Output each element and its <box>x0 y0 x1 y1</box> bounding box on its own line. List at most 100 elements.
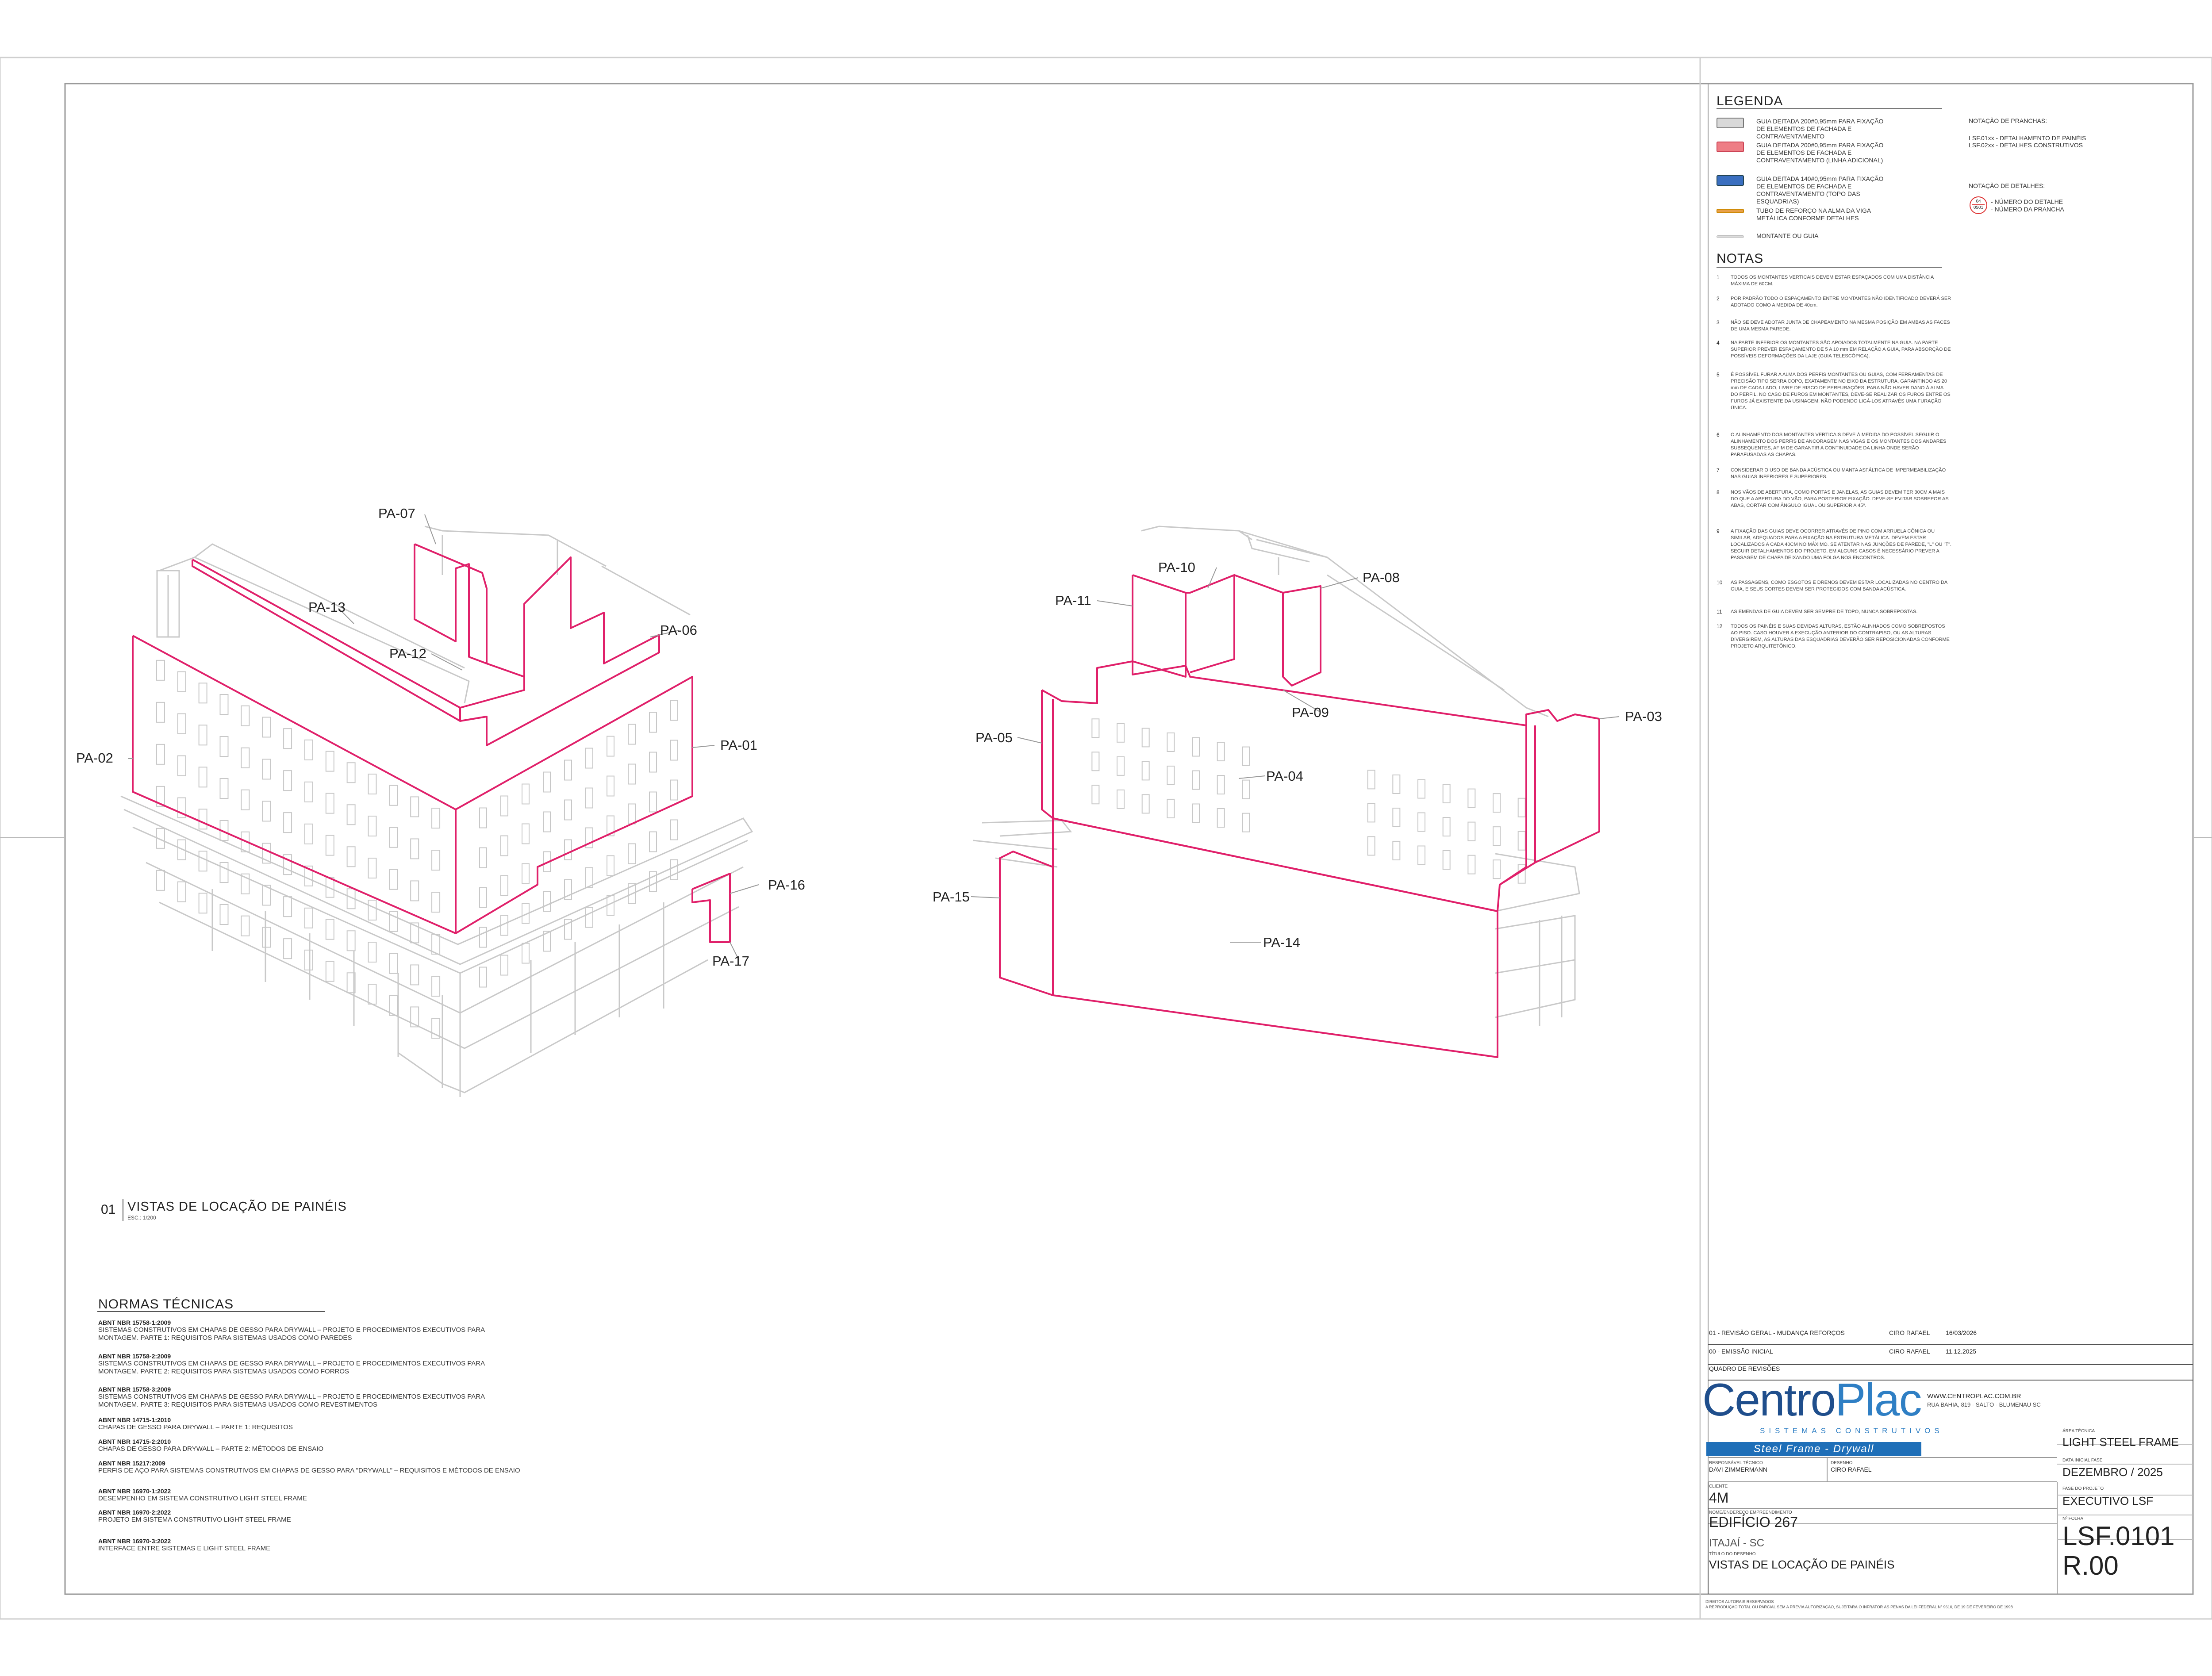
window-mark <box>1493 826 1501 846</box>
norma-code: ABNT NBR 16970-2:2022 <box>98 1509 171 1516</box>
window-mark <box>325 793 334 814</box>
window-mark <box>241 789 250 810</box>
window-mark <box>156 828 165 849</box>
norma-text: INTERFACE ENTRE SISTEMAS E LIGHT STEEL F… <box>98 1545 271 1552</box>
company-website: WWW.CENTROPLAC.COM.BR <box>1927 1392 2021 1400</box>
window-mark <box>389 785 398 806</box>
responsavel-value: DAVI ZIMMERMANN <box>1709 1466 1767 1473</box>
right-building-windows <box>1091 718 1526 884</box>
inner-frame <box>64 83 2194 1595</box>
window-mark <box>649 752 657 773</box>
window-mark <box>585 907 593 928</box>
right-building-panels <box>999 574 1600 1058</box>
window-mark <box>564 879 572 900</box>
panel-pa-14 <box>1052 817 1498 1058</box>
norma-text: DESEMPENHO EM SISTEMA CONSTRUTIVO LIGHT … <box>98 1495 307 1502</box>
window-mark <box>304 781 313 802</box>
norma-text: SISTEMAS CONSTRUTIVOS EM CHAPAS DE GESSO… <box>98 1326 485 1342</box>
window-mark <box>304 907 313 928</box>
sheet-label: Nº FOLHA <box>2062 1516 2083 1521</box>
panel-label-pa-01: PA-01 <box>720 737 757 753</box>
window-mark <box>670 700 678 721</box>
window-mark <box>389 827 398 848</box>
window-mark <box>1141 794 1150 814</box>
panel-label-pa-11: PA-11 <box>1055 593 1091 608</box>
detalhe-notation-1: - NÚMERO DO DETALHE <box>1991 198 2063 205</box>
revision-date: 16/03/2026 <box>1946 1329 1977 1336</box>
panel-pa-07 <box>414 544 525 678</box>
window-mark <box>262 927 271 948</box>
copyright-title: DIREITOS AUTORAIS RESERVADOS <box>1705 1599 1774 1604</box>
window-mark <box>177 839 186 860</box>
section-rules <box>97 108 2193 1594</box>
detail-callout-icon: 04 0501 <box>1970 196 1987 214</box>
window-mark <box>1417 812 1425 832</box>
panel-pa-13 <box>192 559 461 722</box>
note-text: AS PASSAGENS, COMO ESGOTOS E DRENOS DEVE… <box>1731 580 1947 592</box>
legend-title: LEGENDA <box>1717 94 1783 108</box>
window-mark <box>262 759 271 780</box>
note-text: POR PADRÃO TODO O ESPAÇAMENTO ENTRE MONT… <box>1731 296 1951 308</box>
window-mark <box>304 949 313 970</box>
window-mark <box>479 966 487 988</box>
panel-label-pa-02: PA-02 <box>76 750 113 766</box>
right-building-context <box>973 525 1580 1026</box>
legend-swatch <box>1717 118 1744 128</box>
window-mark <box>346 972 356 993</box>
legend-item: MONTANTE OU GUIA <box>1717 232 1889 240</box>
window-mark <box>198 809 207 830</box>
norma-text: SISTEMAS CONSTRUTIVOS EM CHAPAS DE GESSO… <box>98 1360 485 1375</box>
panel-label-pa-06: PA-06 <box>660 622 697 638</box>
left-building-context <box>120 525 753 1097</box>
window-mark <box>1141 728 1150 748</box>
window-mark <box>1517 798 1526 817</box>
revision-date: 11.12.2025 <box>1946 1348 1977 1355</box>
window-mark <box>1242 779 1250 799</box>
window-mark <box>346 804 356 825</box>
window-mark <box>389 869 398 890</box>
leader-lines <box>128 514 1620 960</box>
window-mark <box>410 922 419 943</box>
company-bar: Steel Frame - Drywall <box>1706 1442 1921 1456</box>
window-mark <box>522 903 530 924</box>
window-mark <box>431 1018 441 1039</box>
window-mark <box>241 747 250 768</box>
window-mark <box>304 865 313 886</box>
revision-table-label: QUADRO DE REVISÕES <box>1709 1365 1780 1372</box>
window-mark <box>1517 831 1526 851</box>
revision-row: 00 - EMISSÃO INICIAL CIRO RAFAEL 11.12.2… <box>1709 1348 2191 1361</box>
window-mark <box>1167 732 1175 752</box>
window-mark <box>198 725 207 746</box>
panel-pa-16 <box>691 873 731 943</box>
legend-item: GUIA DEITADA 200#0,95mm PARA FIXAÇÃO DE … <box>1717 118 1889 140</box>
window-mark <box>410 1006 419 1028</box>
window-mark <box>219 736 229 757</box>
window-mark <box>1367 803 1375 823</box>
window-mark <box>177 797 186 818</box>
panel-label-pa-05: PA-05 <box>975 730 1013 745</box>
legend-text: GUIA DEITADA 200#0,95mm PARA FIXAÇÃO DE … <box>1756 142 1884 164</box>
legend-swatch <box>1717 209 1744 213</box>
window-mark <box>410 838 419 859</box>
panel-pa-09 <box>1234 574 1284 677</box>
window-mark <box>607 775 614 797</box>
window-mark <box>304 823 313 844</box>
revision-desc: 01 - REVISÃO GERAL - MUDANÇA REFORÇOS <box>1709 1329 1845 1336</box>
window-mark <box>283 896 292 917</box>
window-mark <box>219 862 229 883</box>
company-address: RUA BAHIA, 819 - SALTO - BLUMENAU SC <box>1927 1401 2041 1408</box>
window-mark <box>431 850 441 871</box>
window-mark <box>1091 718 1100 738</box>
window-mark <box>479 887 487 908</box>
normas-title: NORMAS TÉCNICAS <box>98 1297 234 1312</box>
window-mark <box>1392 807 1401 827</box>
norma-code: ABNT NBR 15758-3:2009 <box>98 1386 171 1393</box>
city-value: ITAJAÍ - SC <box>1709 1537 1764 1549</box>
window-mark <box>1392 840 1401 860</box>
window-mark <box>241 915 250 936</box>
note-text: CONSIDERAR O USO DE BANDA ACÚSTICA OU MA… <box>1731 468 1946 479</box>
